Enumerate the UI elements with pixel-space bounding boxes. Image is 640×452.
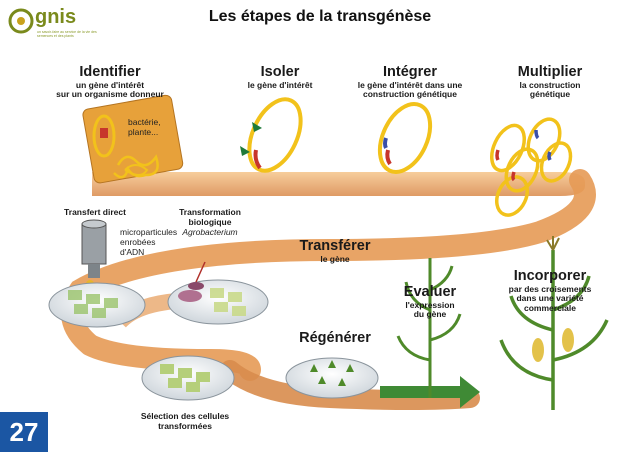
method-bio-title-2: biologique — [188, 216, 232, 227]
process-path-top — [92, 172, 585, 196]
step-identifier: Identifier un gène d'intérêt sur un orga… — [35, 64, 185, 100]
gnis-logo: gnis un savoir-faire au service de la vi… — [8, 6, 118, 50]
donor-note-1: bactérie, — [128, 117, 161, 127]
step-transferer: Transférer le gène — [285, 238, 385, 264]
step-isoler-title: Isoler — [260, 64, 300, 80]
method-direct-note-2: enrobées — [120, 236, 156, 247]
petri-dish-direct — [48, 282, 146, 328]
method-direct-note-3: d'ADN — [120, 246, 145, 257]
step-identifier-title: Identifier — [79, 64, 141, 80]
step-multiplier-title: Multiplier — [517, 64, 583, 80]
page-title: Les étapes de la transgénèse — [208, 8, 432, 25]
step-regenerer-title: Régénérer — [299, 330, 371, 346]
logo-emblem-icon — [8, 8, 34, 34]
step-integrer: Intégrer le gène d'intérêt dans une cons… — [335, 64, 485, 100]
step-incorporer: Incorporer par des croisements dans une … — [490, 268, 610, 314]
logo-name: gnis — [35, 6, 77, 28]
donor-note: bactérie, plante... — [128, 117, 188, 138]
step-incorporer-title: Incorporer — [513, 268, 587, 284]
multiplied-rings — [490, 117, 573, 217]
method-bio-title-1: Transformation — [179, 207, 241, 217]
step-isoler: Isoler le gène d'intérêt — [225, 64, 335, 90]
donor-note-2: plante... — [128, 126, 159, 137]
method-direct-note: microparticules enrobées d'ADN — [120, 227, 200, 257]
petri-dish-selection — [141, 355, 235, 401]
young-corn-plant — [396, 258, 462, 398]
step-multiplier: Multiplier la construction génétique — [495, 64, 605, 100]
step-transferer-sub1: le gène — [320, 253, 350, 264]
step-integrer-sub1: le gène d'intérêt dans une — [357, 79, 463, 90]
step-incorporer-sub1: par des croisements — [508, 283, 592, 294]
method-direct-title: Transfert direct — [64, 207, 126, 217]
petri-dish-bio — [167, 261, 269, 325]
step-integrer-sub2: construction génétique — [363, 89, 457, 100]
step-isoler-sub1: le gène d'intérêt — [247, 79, 313, 90]
construct-ring — [377, 102, 433, 174]
step-transferer-title: Transférer — [299, 238, 371, 254]
method-bio-note: Agrobacterium — [182, 226, 238, 237]
step-identifier-sub1: un gène d'intérêt — [75, 79, 145, 90]
slide-number-badge: 27 — [0, 412, 48, 452]
isolated-gene-ring — [247, 97, 303, 173]
petri-dish-regeneration — [285, 357, 379, 399]
step-incorporer-sub2: dans une variété — [516, 293, 584, 304]
donor-organism-box — [82, 94, 184, 184]
selection-label-2: transformées — [158, 420, 212, 431]
selection-label-1: Sélection des cellules — [140, 411, 230, 421]
step-evaluer-sub2: du gène — [413, 309, 447, 320]
step-evaluer-title: Evaluer — [403, 284, 457, 300]
step-regenerer: Régénérer — [280, 330, 390, 347]
step-identifier-sub2: sur un organisme donneur — [56, 89, 164, 100]
method-bio: Transformation biologique Agrobacterium — [165, 207, 255, 237]
step-incorporer-sub3: commerciale — [524, 303, 576, 314]
step-evaluer-sub1: l'expression — [405, 299, 455, 310]
mature-corn-plant — [499, 236, 609, 410]
method-direct-note-1: microparticules — [120, 227, 178, 237]
step-evaluer: Evaluer l'expression du gène — [390, 284, 470, 320]
method-direct-title-box: Transfert direct — [55, 207, 135, 218]
step-integrer-title: Intégrer — [383, 64, 437, 80]
step-multiplier-sub2: génétique — [529, 89, 571, 100]
logo-tagline: un savoir-faire au service de la vie des… — [37, 30, 97, 39]
step-multiplier-sub1: la construction — [519, 79, 581, 90]
selection-label: Sélection des cellules transformées — [120, 411, 250, 432]
